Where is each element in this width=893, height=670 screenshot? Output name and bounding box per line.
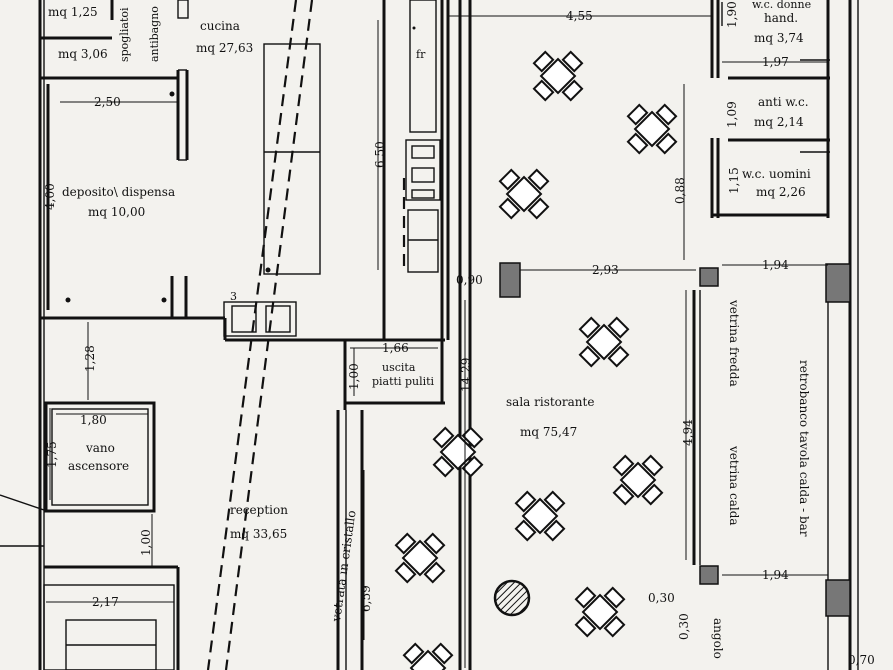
label-fridge: fr <box>416 48 426 61</box>
area-spogliatoi: mq 3,06 <box>58 47 108 61</box>
label-uscita: uscita <box>382 361 416 374</box>
label-cucina: cucina <box>200 19 240 33</box>
dimension-lines <box>46 15 828 668</box>
dim-1-09: 1,09 <box>725 101 739 128</box>
walls <box>0 0 859 670</box>
dashed-lines <box>206 0 406 670</box>
dimension-labels: 4,55 1,90 1,97 1,09 1,15 0,88 2,50 4,00 … <box>43 1 875 667</box>
label-ascensore: ascensore <box>68 459 129 473</box>
label-retrobanco: retrobanco tavola calda - bar <box>797 360 811 537</box>
dim-1-00-uscita: 1,00 <box>347 363 361 390</box>
dim-0-30-a: 0,30 <box>648 591 675 605</box>
dim-14-29: 14,29 <box>459 358 473 392</box>
dim-0-70: 0,70 <box>848 653 875 667</box>
dim-1-66: 1,66 <box>382 341 409 355</box>
label-angolo: angolo <box>711 618 725 659</box>
area-wc-hand: mq 3,74 <box>754 31 804 45</box>
area-deposito: mq 10,00 <box>88 205 145 219</box>
label-deposito: deposito\ dispensa <box>62 185 175 199</box>
label-wc-donne: w.c. donne <box>752 0 811 11</box>
dim-1-15: 1,15 <box>727 167 741 194</box>
kitchen-fixtures <box>223 0 441 337</box>
label-vetrata: vetrata in cristallo <box>329 509 359 623</box>
dim-0-30-b: 0,30 <box>677 613 691 640</box>
area-wc-uomini: mq 2,26 <box>756 185 806 199</box>
dim-1-75: 1,75 <box>45 441 59 468</box>
dim-2-50: 2,50 <box>94 95 121 109</box>
markers <box>65 26 416 303</box>
label-antibagno: antibagno <box>148 6 161 62</box>
dim-2-93: 2,93 <box>592 263 619 277</box>
dim-4-00: 4,00 <box>43 183 57 210</box>
dining-tables <box>394 50 678 670</box>
dim-1-94-bottom: 1,94 <box>762 568 789 582</box>
pillars <box>493 262 851 617</box>
label-sala-ristorante: sala ristorante <box>506 395 594 409</box>
dim-6-50: 6,50 <box>373 141 387 168</box>
dim-1-94-top: 1,94 <box>762 258 789 272</box>
dim-1-80: 1,80 <box>80 413 107 427</box>
dim-1-97: 1,97 <box>762 55 789 69</box>
dim-1-28: 1,28 <box>83 345 97 372</box>
dim-6-59: 6,59 <box>359 585 373 612</box>
label-vetrina-calda: vetrina calda <box>727 445 741 526</box>
label-vetrina-fredda: vetrina fredda <box>727 299 741 387</box>
dim-4-55: 4,55 <box>566 9 593 23</box>
dim-2-17: 2,17 <box>92 595 119 609</box>
label-wc-uomini: w.c. uomini <box>742 167 811 181</box>
dim-4-94: 4,94 <box>681 419 695 446</box>
dim-0-90: 0,90 <box>456 273 483 287</box>
area-top-left: mq 1,25 <box>48 5 98 19</box>
dim-3: 3 <box>230 290 237 303</box>
label-vano: vano <box>85 441 115 455</box>
area-reception: mq 33,65 <box>230 527 287 541</box>
area-cucina: mq 27,63 <box>196 41 253 55</box>
area-sala-ristorante: mq 75,47 <box>520 425 577 439</box>
dim-0-88: 0,88 <box>673 177 687 204</box>
dim-1-00-lower: 1,00 <box>139 529 153 556</box>
label-anti-wc: anti w.c. <box>758 95 809 109</box>
area-anti-wc: mq 2,14 <box>754 115 804 129</box>
label-piatti-puliti: piatti puliti <box>372 375 435 388</box>
room-labels: mq 1,25 spogliatoi antibagno mq 3,06 cuc… <box>48 0 811 659</box>
label-spogliatoi: spogliatoi <box>118 7 131 62</box>
label-reception: reception <box>230 503 288 517</box>
dim-1-90: 1,90 <box>725 1 739 28</box>
label-hand: hand. <box>764 11 798 25</box>
